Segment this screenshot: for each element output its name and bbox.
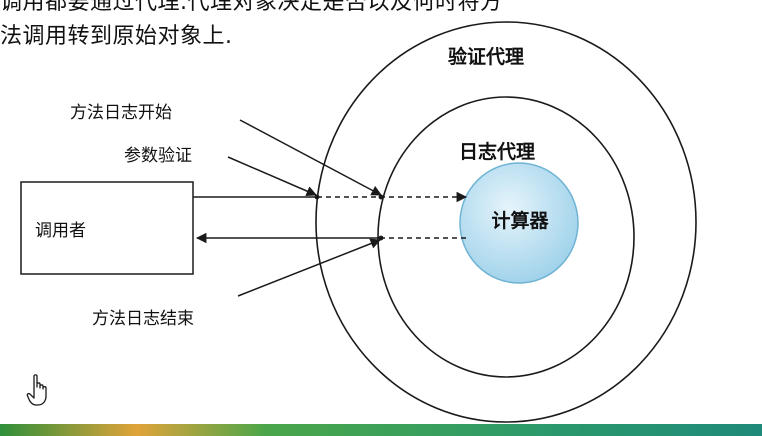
core-label: 计算器 [491, 209, 549, 232]
footer-band [0, 424, 762, 436]
pointer-method-log-end [237, 238, 381, 297]
caller-box [20, 181, 194, 275]
call-junction-inner [378, 194, 384, 200]
caller-label: 调用者 [35, 221, 86, 241]
inner-ring-label: 日志代理 [459, 140, 535, 163]
pointer-param-validation [227, 156, 317, 197]
annotation-param-validation: 参数验证 [124, 146, 192, 166]
slide-text-line-1: 调用都要通过代理.代理对象决定是否以及何时将方 [0, 0, 503, 15]
inner-ring-log-proxy [377, 96, 635, 378]
slide-text-line-2: 法调用转到原始对象上. [0, 24, 233, 49]
hand-pointer-icon [26, 374, 47, 406]
annotation-method-log-start: 方法日志开始 [70, 103, 172, 123]
outer-ring-validation-proxy [315, 21, 697, 423]
outer-ring-label: 验证代理 [448, 45, 524, 68]
pointer-method-log-start [239, 119, 382, 196]
annotation-method-log-end: 方法日志结束 [92, 309, 194, 329]
core-calculator-circle [459, 162, 579, 284]
